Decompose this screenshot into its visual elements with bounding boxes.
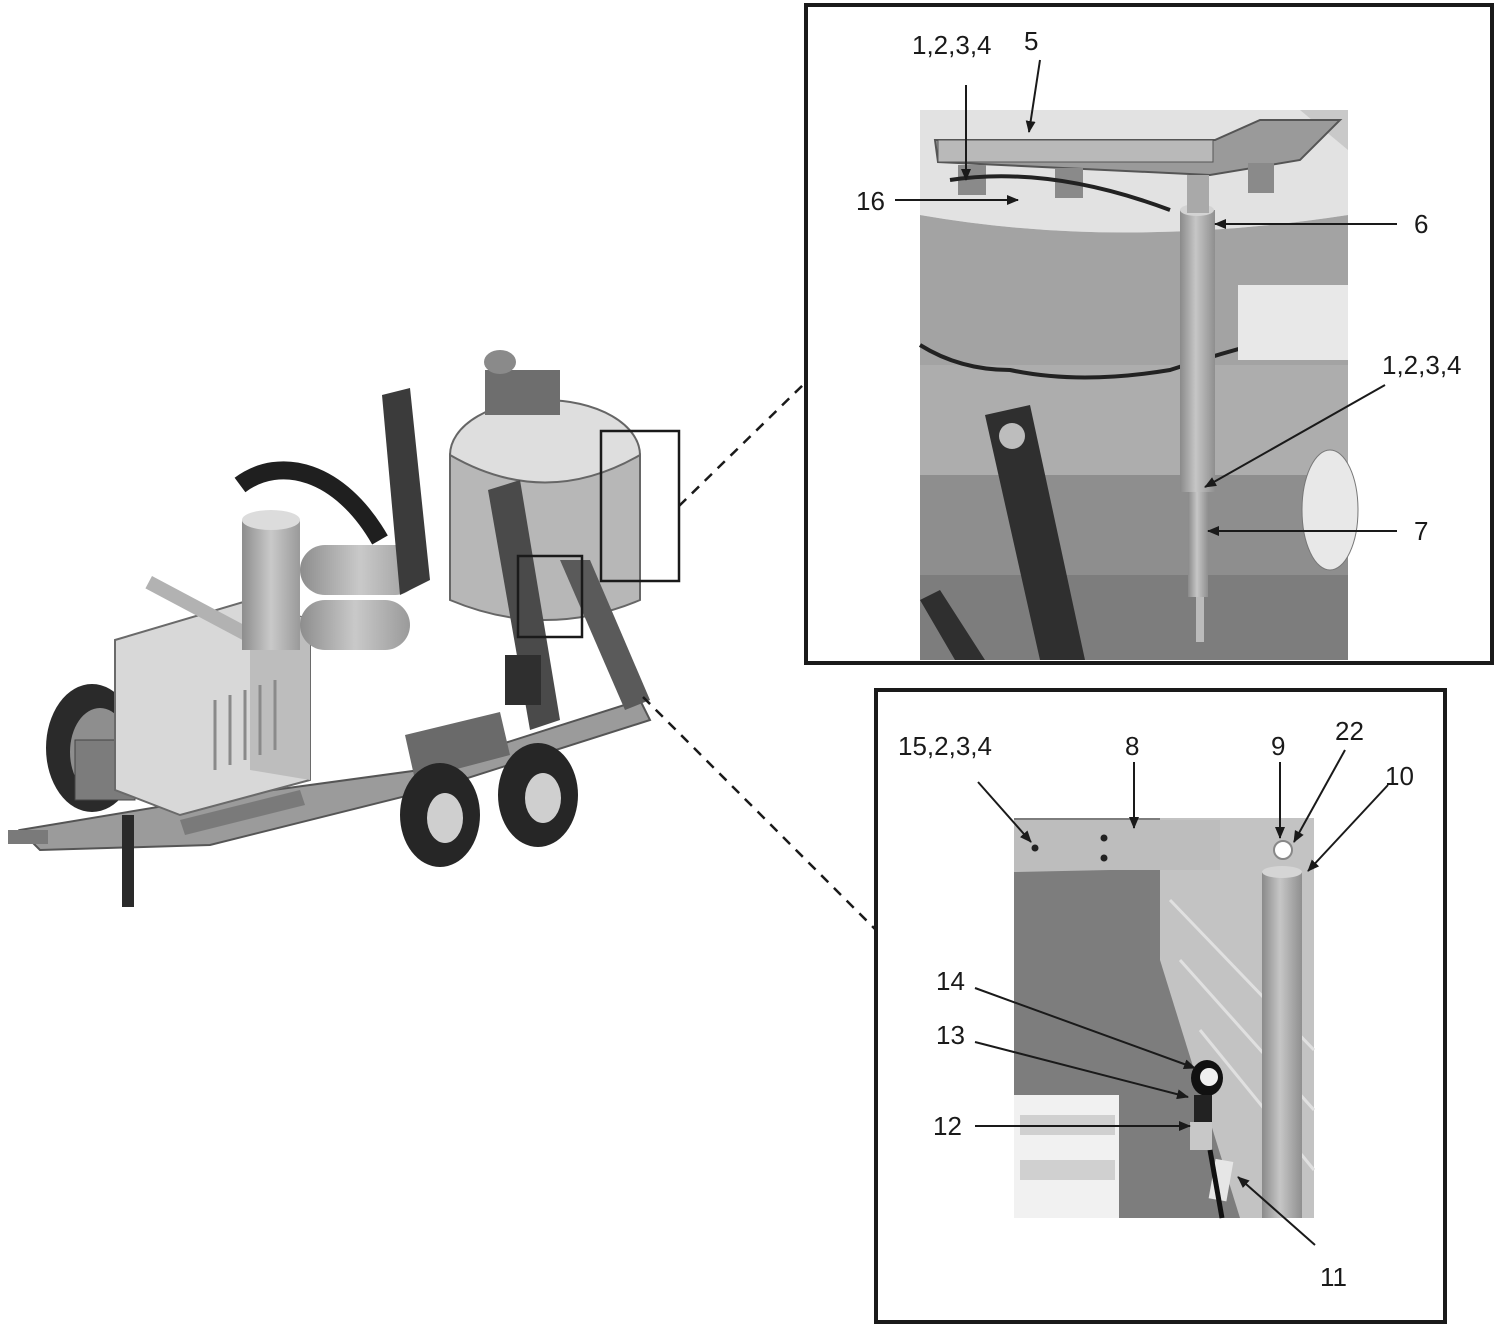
callout-label-tl-5: 5 [1024,26,1038,56]
callout-label-bl-12: 12 [933,1111,962,1141]
callout-label-bl-11: 11 [1320,1262,1347,1292]
detail-photo-top [918,110,1359,660]
machine-illustration [8,350,681,907]
leader-bl-11 [1237,1176,1316,1246]
callout-label-bl-10: 10 [1385,761,1414,791]
black-strut [985,405,1085,660]
detail-photo-bottom [1014,818,1316,1219]
leader-tl-1234b [1204,384,1386,488]
callout-label-tl-6: 6 [1414,209,1428,239]
callout-label-bl-14: 14 [936,966,965,996]
callout-labels: 1,2,3,4 5 16 6 1,2,3,4 7 15,2,3,4 8 9 22… [856,26,1462,1292]
mast [382,388,430,595]
wheel-left [400,763,480,867]
wheel-right [498,743,578,847]
callout-label-tl-16: 16 [856,186,885,216]
vertical-tank [242,520,300,650]
leader-bl-10 [1307,784,1389,872]
detail-panel-bottom [874,688,1447,1324]
air-tank-upper [300,545,420,595]
control-box [485,370,560,415]
callout-label-bl-22: 22 [1335,716,1364,746]
callout-leaders [895,59,1397,1246]
callout-label-bl-8: 8 [1125,731,1139,761]
callout-label-tl-7: 7 [1414,516,1428,546]
callout-label-tl-1234a: 1,2,3,4 [912,30,992,60]
air-tank-lower [300,600,410,650]
vertical-pipe [1262,872,1302,1218]
hitch [8,830,48,844]
callout-label-tl-1234b: 1,2,3,4 [1382,350,1462,380]
leader-bl-13 [974,1041,1189,1100]
leader-bl-22 [1293,749,1346,843]
detail-panel-top [804,3,1494,665]
blast-hose [234,461,388,545]
detail-leader-bottom [642,696,877,931]
leader-bl-14 [974,987,1196,1069]
callout-label-bl-9: 9 [1271,731,1285,761]
callout-label-bl-15: 15,2,3,4 [898,731,992,761]
detail-leader-top [678,381,807,507]
jack-stand [122,815,134,907]
callout-label-bl-13: 13 [936,1020,965,1050]
cylinder-rod [1188,492,1208,597]
leader-tl-5 [1025,59,1041,133]
cylinder-barrel [1180,210,1215,492]
leader-bl-15 [977,781,1032,843]
detail-box-bottom-marker [516,554,584,639]
